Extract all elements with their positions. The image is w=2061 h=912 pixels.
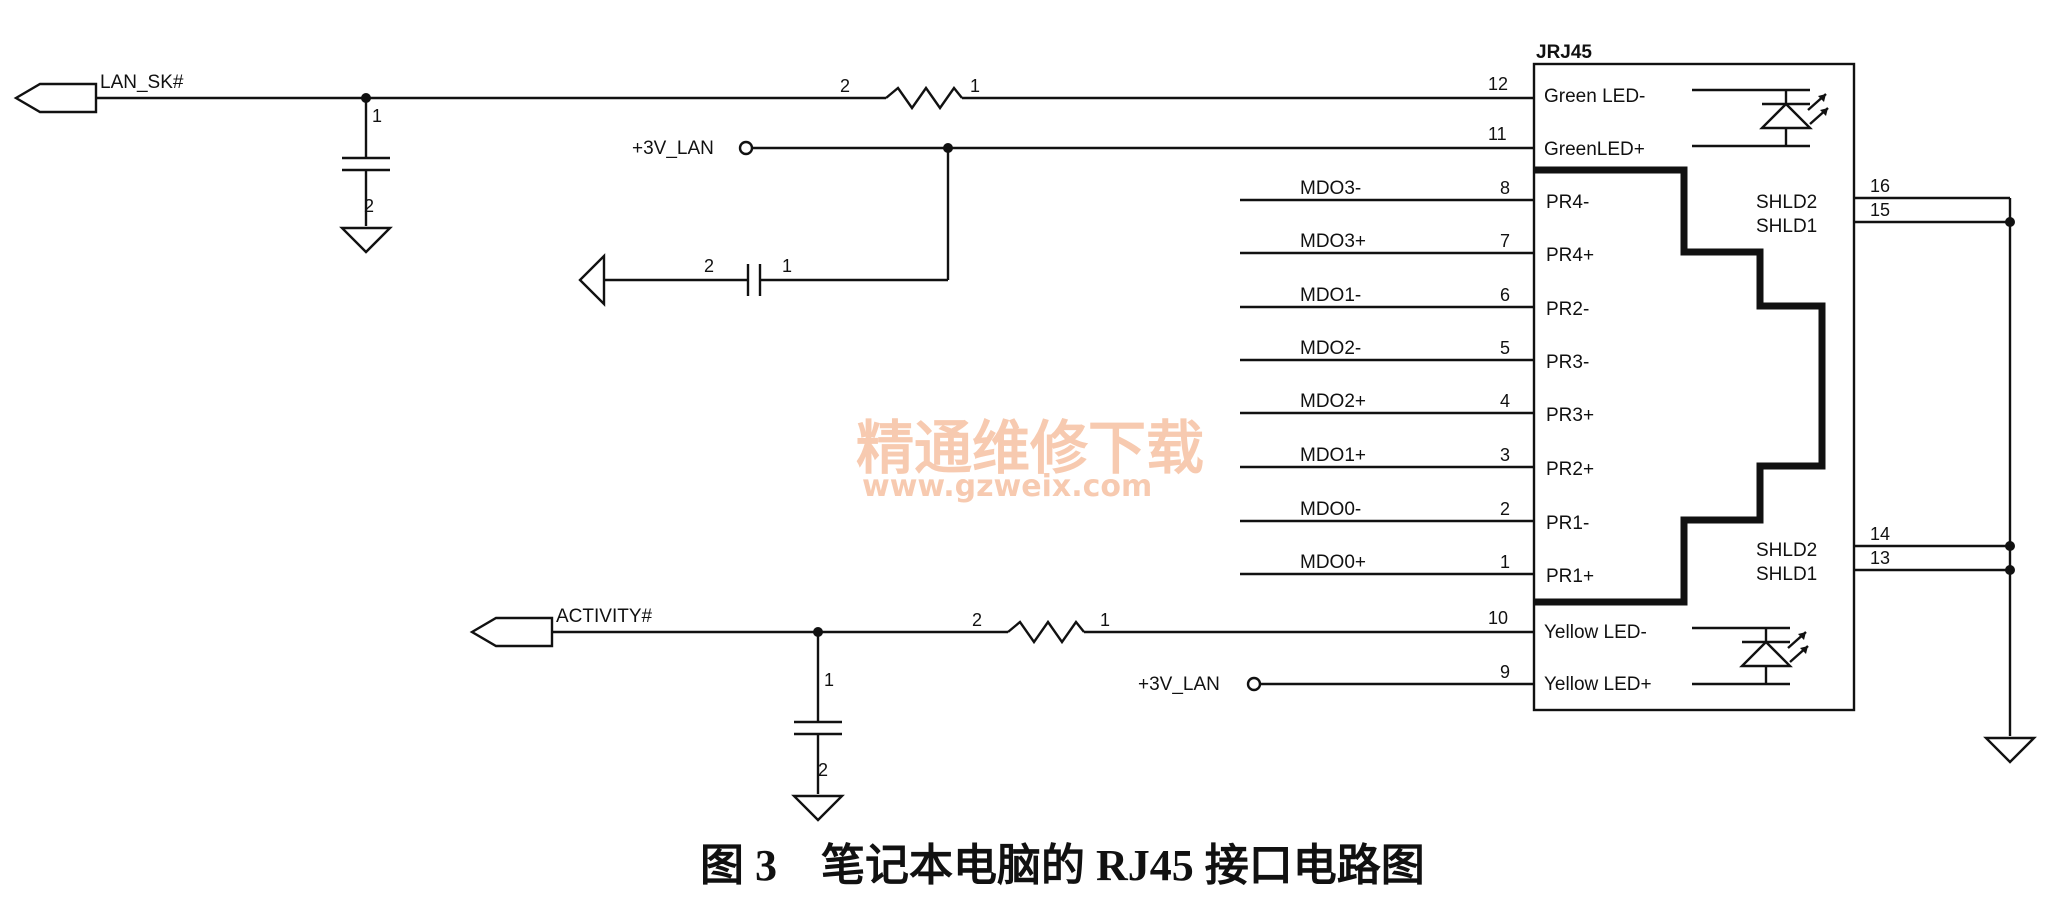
c-mid-pin-1: 1	[782, 256, 792, 276]
pin-name: PR2+	[1546, 459, 1594, 480]
yellow-led-icon	[1692, 626, 1809, 686]
c-mid-pin-2: 2	[704, 256, 714, 276]
r-top-pin-1: 1	[970, 76, 980, 96]
ground-icon	[339, 226, 393, 254]
pin-name: SHLD2	[1756, 540, 1817, 561]
pin-name: PR2-	[1546, 299, 1589, 320]
lan-sk-label: LAN_SK#	[100, 72, 184, 93]
figure-caption: 图 3 笔记本电脑的 RJ45 接口电路图	[700, 841, 1425, 890]
green-led-icon	[1692, 88, 1829, 148]
v3-lan-bottom-label: +3V_LAN	[1138, 674, 1220, 695]
v3-lan-bottom-net: +3V_LAN	[1138, 674, 1534, 695]
pin-number: 2	[1500, 499, 1510, 519]
pin-name: GreenLED+	[1544, 139, 1645, 160]
mdo-label: MDO3-	[1300, 178, 1361, 199]
pin-name: PR3-	[1546, 352, 1589, 373]
activity-port-icon	[469, 616, 554, 648]
jack-outline	[1534, 166, 1826, 606]
pin-number: 3	[1500, 445, 1510, 465]
pin-number: 15	[1870, 200, 1890, 220]
pin-name: Green LED-	[1544, 86, 1645, 107]
pin-name: Yellow LED-	[1544, 622, 1647, 643]
pin-number: 14	[1870, 524, 1890, 544]
mdo-label: MDO2+	[1300, 391, 1366, 412]
junction-dot	[2005, 541, 2015, 551]
pin-number: 13	[1870, 548, 1890, 568]
shield-ground-net	[1854, 196, 2037, 764]
resistor-bottom	[1007, 619, 1085, 645]
mdo-label: MDO2-	[1300, 338, 1361, 359]
mdo-label: MDO0-	[1300, 499, 1361, 520]
junction-dot	[2005, 565, 2015, 575]
pin-name: PR3+	[1546, 405, 1594, 426]
resistor-top	[885, 85, 963, 111]
ground-icon	[791, 794, 845, 822]
pin-number: 11	[1488, 124, 1507, 144]
jrj45-connector: JRJ45 12 11 8 7 6 5 4 3 2 1 10 9 Green L…	[1488, 42, 1890, 712]
v3-lan-top-net: +3V_LAN 2 1	[578, 138, 1534, 307]
pin-number: 5	[1500, 338, 1510, 358]
pin-number: 4	[1500, 391, 1510, 411]
watermark-url: www.gzweix.com	[862, 469, 1152, 504]
pin-name: SHLD2	[1756, 192, 1817, 213]
pin-number: 9	[1500, 662, 1510, 682]
junction-dot	[2005, 217, 2015, 227]
mdo-lines: MDO3- MDO3+ MDO1- MDO2- MDO2+ MDO1+ MDO0…	[1240, 178, 1534, 576]
pin-number: 16	[1870, 176, 1890, 196]
v3-lan-top-label: +3V_LAN	[632, 138, 714, 159]
c-top-pin-1: 1	[372, 106, 382, 126]
lan-sk-net: LAN_SK# 2 1 1 2	[13, 72, 1534, 254]
connector-body	[1532, 62, 1856, 712]
pin-name: PR4+	[1546, 245, 1594, 266]
pin-number: 8	[1500, 178, 1510, 198]
power-terminal-icon	[1246, 676, 1262, 692]
ground-icon	[578, 253, 606, 307]
r-bottom-pin-1: 1	[1100, 610, 1110, 630]
pin-name: PR4-	[1546, 192, 1589, 213]
c-bottom-pin-2: 2	[818, 760, 828, 780]
activity-label: ACTIVITY#	[556, 606, 653, 627]
pin-number: 6	[1500, 285, 1510, 305]
power-terminal-icon	[738, 140, 754, 156]
pin-name: PR1-	[1546, 513, 1589, 534]
mdo-label: MDO3+	[1300, 231, 1366, 252]
pin-name: SHLD1	[1756, 216, 1817, 237]
mdo-label: MDO1-	[1300, 285, 1361, 306]
lan-sk-port-icon	[13, 82, 98, 114]
r-bottom-pin-2: 2	[972, 610, 982, 630]
pin-name: PR1+	[1546, 566, 1594, 587]
mdo-label: MDO0+	[1300, 552, 1366, 573]
watermark-title: 精通维修下载	[856, 414, 1204, 482]
pin-number: 10	[1488, 608, 1508, 628]
mdo-label: MDO1+	[1300, 445, 1366, 466]
pin-name: Yellow LED+	[1544, 674, 1652, 695]
pin-number: 1	[1500, 552, 1510, 572]
connector-ref: JRJ45	[1536, 42, 1592, 63]
pin-name: SHLD1	[1756, 564, 1817, 585]
c-bottom-pin-1: 1	[824, 670, 834, 690]
ground-icon	[1983, 736, 2037, 764]
r-top-pin-2: 2	[840, 76, 850, 96]
activity-net: ACTIVITY# 2 1 1 2	[469, 606, 1534, 822]
c-top-pin-2: 2	[364, 196, 374, 216]
pin-number: 12	[1488, 74, 1508, 94]
pin-number: 7	[1500, 231, 1510, 251]
